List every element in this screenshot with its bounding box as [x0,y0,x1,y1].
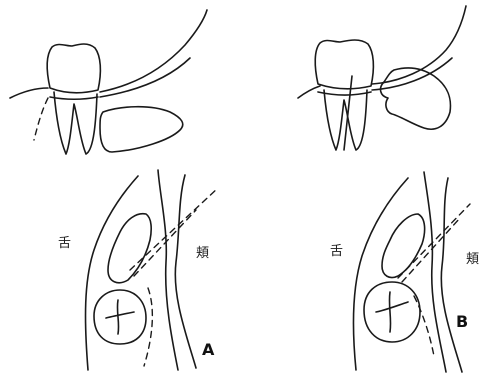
panel-a-ridge-buccal-outline-2 [175,175,196,368]
panel-a-gum-line-lower [100,58,190,97]
panel-a-sagittal-view [10,10,207,154]
panel-b-letter: B [456,312,468,331]
panel-a-letter: A [202,340,214,359]
panel-a [10,10,218,370]
panel-a-molar-cross-section [94,290,146,344]
panel-b-occlusal-view [354,172,470,372]
panel-b-sagittal-view [298,6,466,150]
panel-b-ridge-buccal-outline-2 [441,178,462,372]
panel-a-buccal-label: 頬 [196,242,209,261]
panel-b-buccal-label: 頬 [466,248,479,267]
panel-b-guide-line-1 [398,204,470,278]
panel-b [298,6,470,372]
panel-a-lingual-label: 舌 [58,232,71,251]
panel-a-guide-line-2 [134,210,196,276]
panel-a-cej-line [50,97,98,99]
panel-a-molar-roots [54,92,97,154]
panel-b-molar-crown [315,40,373,89]
panel-b-cej-line [318,92,371,95]
panel-a-molar-crown [47,44,100,93]
panel-b-molar-cross-section [364,282,420,342]
panel-b-molar-fissure [376,292,408,332]
panel-b-ridge-buccal-outline [424,172,446,372]
panel-b-impacted-crown [382,214,425,278]
panel-a-ridge-lingual-outline [86,176,138,370]
panel-a-impacted-crown [108,214,151,283]
panel-a-molar-fissure [106,300,134,334]
panel-a-gum-line [10,10,207,98]
panel-b-impacted-tooth [381,68,451,129]
panel-a-impacted-tooth [100,107,183,152]
panel-a-occlusal-view [86,170,218,370]
panel-b-lingual-label: 舌 [330,240,343,259]
panel-b-root-guide [344,76,352,150]
panel-a-bone-dash [34,98,48,140]
